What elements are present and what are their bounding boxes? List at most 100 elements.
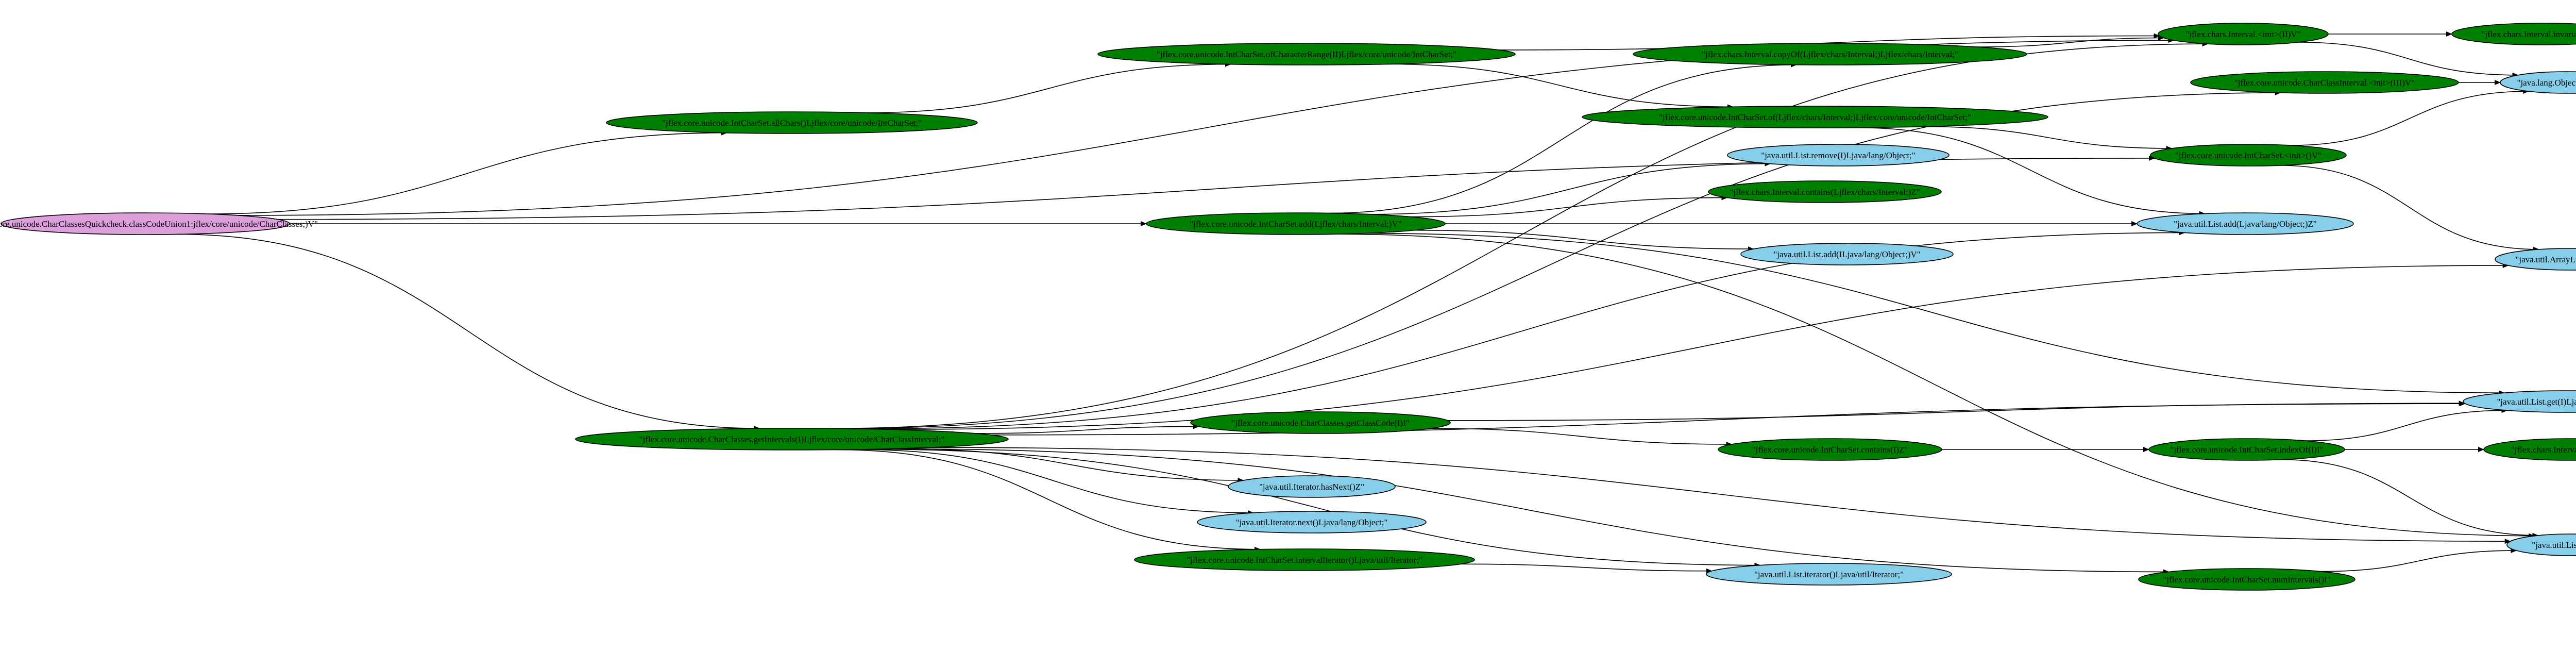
- node-label: "jflex.core.unicode.CharClassesQuickchec…: [0, 219, 318, 229]
- node-ellipse: [2190, 71, 2459, 94]
- node-has-next: "java.util.Iterator.hasNext()Z": [1228, 475, 1396, 498]
- node-label: "jflex.core.unicode.IntCharSet.of(Ljflex…: [1659, 112, 1971, 122]
- node-label: "jflex.core.unicode.IntCharSet.contains(…: [1752, 445, 1908, 455]
- edge-get-intervals-to-list-size: [931, 447, 2511, 544]
- node-list-add-idx: "java.util.List.add(ILjava/lang/Object;)…: [1740, 243, 1954, 265]
- node-array-list-init: "java.util.ArrayList.<init>()V": [2495, 248, 2576, 271]
- node-list-add-obj: "java.util.List.add(Ljava/lang/Object;)Z…: [2137, 212, 2354, 235]
- node-ellipse: [575, 428, 1009, 450]
- node-label: "jflex.chars.Interval.contains(Ljflex/ch…: [1730, 187, 1920, 197]
- node-label: "java.util.Iterator.hasNext()Z": [1259, 482, 1364, 492]
- node-contains-i: "jflex.core.unicode.IntCharSet.contains(…: [1718, 438, 1942, 461]
- node-char-class-init: "jflex.core.unicode.CharClassInterval.<i…: [2190, 71, 2459, 94]
- node-label: "java.util.List.get(I)Ljava/lang/Object;…: [2497, 397, 2576, 407]
- node-list-remove: "java.util.List.remove(I)Ljava/lang/Obje…: [1727, 144, 1950, 166]
- edge-add-interval-to-interval-copy: [1329, 62, 1797, 214]
- node-ellipse: [1146, 212, 1446, 235]
- node-list-iterator: "java.util.List.iterator()Ljava/util/Ite…: [1706, 563, 1952, 586]
- edge-index-of-to-list-size: [2281, 459, 2539, 538]
- edge-get-class-code-to-contains-i: [1430, 428, 1733, 447]
- node-label: "java.util.Iterator.next()Ljava/lang/Obj…: [1236, 518, 1388, 527]
- edge-get-intervals-to-get-class-code: [975, 424, 1199, 434]
- node-ellipse: [2137, 212, 2354, 235]
- node-label: "java.util.List.iterator()Ljava/util/Ite…: [1754, 570, 1904, 579]
- node-label: "jflex.core.unicode.IntCharSet.indexOf(I…: [2170, 445, 2323, 455]
- node-root: "jflex.core.unicode.CharClassesQuickchec…: [0, 212, 318, 235]
- edge-add-interval-to-interval-contains: [1410, 195, 1728, 218]
- edge-interval-init-to-object-init: [2298, 42, 2519, 78]
- edge-of-interval-to-int-char-set-init: [1924, 126, 2173, 151]
- edge-root-to-all-chars: [208, 130, 728, 214]
- node-ellipse: [1197, 511, 1427, 533]
- node-label: "jflex.chars.Interval.<init>(II)V": [2185, 29, 2300, 39]
- node-ellipse: [2451, 23, 2576, 45]
- node-ellipse: [1582, 106, 2048, 128]
- node-of-interval: "jflex.core.unicode.IntCharSet.of(Ljflex…: [1582, 106, 2048, 128]
- edge-get-intervals-to-list-add-obj: [861, 230, 2185, 429]
- node-all-chars: "jflex.core.unicode.IntCharSet.allChars(…: [606, 111, 978, 134]
- node-label: "java.util.List.add(Ljava/lang/Object;)Z…: [2174, 219, 2317, 229]
- edge-of-interval-to-list-add-obj: [1858, 127, 2206, 216]
- node-list-get: "java.util.List.get(I)Ljava/lang/Object;…: [2463, 390, 2576, 413]
- edge-int-char-set-init-to-array-list-init: [2280, 165, 2539, 252]
- node-label: "jflex.core.unicode.IntCharSet.add(Ljfle…: [1190, 219, 1401, 229]
- node-label: "java.lang.Object.<init>()V": [2517, 78, 2576, 88]
- edge-add-interval-to-list-get: [1364, 232, 2505, 396]
- node-index-of: "jflex.core.unicode.IntCharSet.indexOf(I…: [2148, 438, 2345, 461]
- node-get-class-code: "jflex.core.unicode.CharClasses.getClass…: [1190, 411, 1451, 434]
- node-label: "jflex.core.unicode.CharClasses.getClass…: [1231, 418, 1409, 428]
- node-label: "java.util.ArrayList.<init>()V": [2515, 255, 2576, 264]
- node-label: "jflex.chars.Interval.invariants()Z": [2481, 29, 2576, 39]
- edges-layer: [177, 31, 2539, 575]
- node-interval-copy: "jflex.chars.Interval.copyOf(Ljflex/char…: [1633, 43, 2027, 65]
- edge-all-chars-to-of-char-range: [866, 61, 1232, 113]
- node-object-init: "java.lang.Object.<init>()V": [2500, 71, 2576, 94]
- node-add-interval: "jflex.core.unicode.IntCharSet.add(Ljfle…: [1146, 212, 1446, 235]
- node-ellipse: [2158, 23, 2329, 45]
- node-ellipse: [606, 111, 978, 134]
- node-ellipse: [1727, 144, 1950, 166]
- edge-add-interval-to-list-add-idx: [1414, 229, 1754, 252]
- node-get-intervals: "jflex.core.unicode.CharClasses.getInter…: [575, 428, 1009, 450]
- edge-get-intervals-to-has-next: [895, 448, 1244, 483]
- node-of-char-range: "jflex.core.unicode.IntCharSet.ofCharact…: [1097, 43, 1516, 65]
- node-ellipse: [1190, 411, 1451, 434]
- node-label: "jflex.core.unicode.IntCharSet.numInterv…: [2163, 575, 2330, 585]
- node-ellipse: [2138, 568, 2355, 591]
- edge-get-intervals-to-char-class-init: [837, 90, 2281, 429]
- node-invariants: "jflex.chars.Interval.invariants()Z": [2451, 23, 2576, 45]
- node-ellipse: [1708, 180, 1942, 203]
- node-ellipse: [1097, 43, 1516, 65]
- node-label: "jflex.chars.Interval.contains(I)Z": [2511, 445, 2576, 455]
- edge-index-of-to-list-get: [2304, 408, 2508, 441]
- edge-get-intervals-to-interval-init: [830, 41, 2209, 429]
- node-ellipse: [1228, 475, 1396, 498]
- node-label: "java.util.List.size()I": [2532, 540, 2576, 550]
- node-ellipse: [1718, 438, 1942, 461]
- node-interval-iterator: "jflex.core.unicode.IntCharSet.intervalI…: [1134, 548, 1475, 571]
- node-label: "jflex.core.unicode.IntCharSet.allChars(…: [662, 118, 922, 128]
- edge-int-char-set-init-to-object-init: [2291, 89, 2529, 146]
- node-list-size: "java.util.List.size()I": [2506, 533, 2576, 556]
- node-ellipse: [2500, 71, 2576, 94]
- edge-get-intervals-to-num-intervals: [891, 448, 2170, 575]
- node-ellipse: [1740, 243, 1954, 265]
- edge-get-class-code-to-list-get: [1447, 400, 2465, 421]
- node-ellipse: [2148, 438, 2345, 461]
- node-label: "jflex.core.unicode.CharClasses.getInter…: [639, 435, 945, 444]
- edge-add-interval-to-list-size: [1337, 233, 2535, 539]
- edge-get-intervals-to-interval-iterator: [837, 449, 1261, 552]
- node-ellipse: [1706, 563, 1952, 586]
- edge-root-to-get-intervals: [177, 233, 760, 431]
- node-ellipse: [2506, 533, 2576, 556]
- edge-of-char-range-to-of-interval: [1387, 63, 1734, 110]
- node-interval-init: "jflex.chars.Interval.<init>(II)V": [2158, 23, 2329, 45]
- node-ellipse: [1633, 43, 2027, 65]
- node-interval-contains: "jflex.chars.Interval.contains(Ljflex/ch…: [1708, 180, 1942, 203]
- node-label: "jflex.core.unicode.CharClassInterval.<i…: [2234, 78, 2415, 88]
- node-ellipse: [2495, 248, 2576, 271]
- node-iter-next: "java.util.Iterator.next()Ljava/lang/Obj…: [1197, 511, 1427, 533]
- nodes-layer: "jflex.core.unicode.CharClassesQuickchec…: [0, 23, 2576, 591]
- node-ellipse: [1, 212, 290, 235]
